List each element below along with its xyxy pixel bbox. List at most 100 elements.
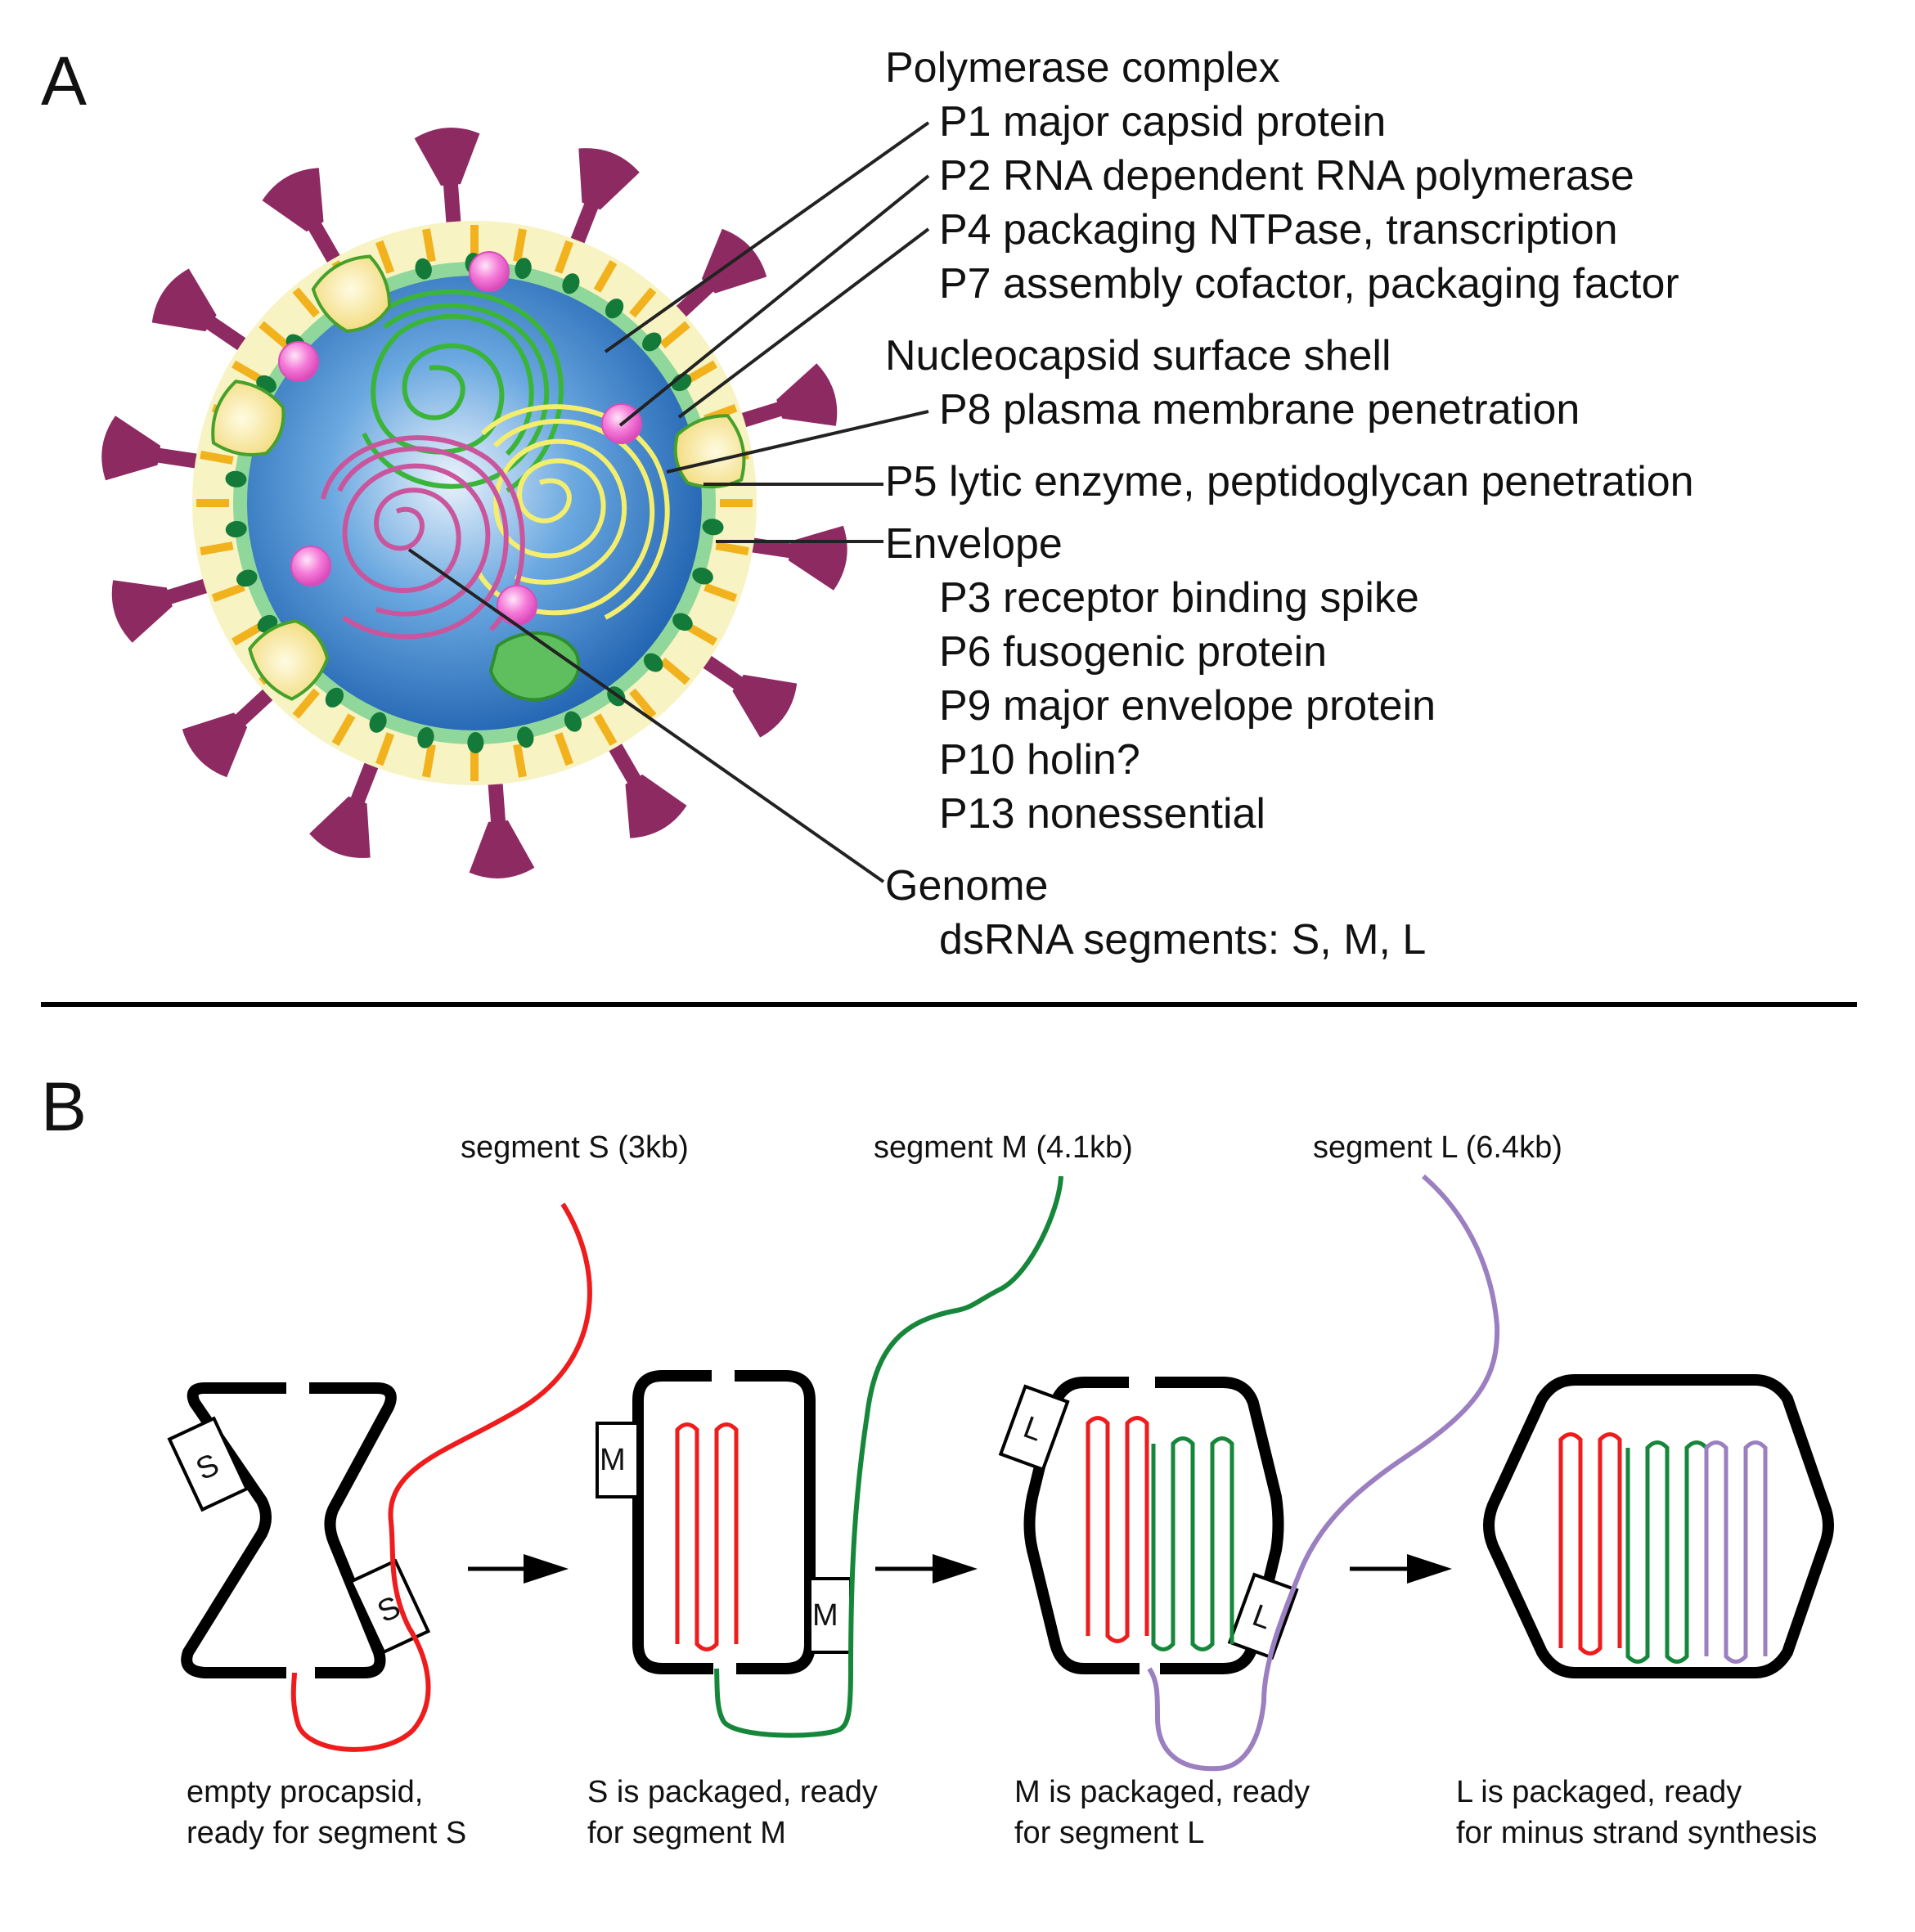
box-m-right: M xyxy=(808,1577,852,1654)
p5-dot xyxy=(515,258,532,280)
p9-bar xyxy=(629,688,657,719)
bar-rect xyxy=(375,240,395,274)
label-p8: P8 plasma membrane penetration xyxy=(939,386,1580,434)
p9-bar xyxy=(554,240,573,274)
leader-genome xyxy=(407,548,885,883)
p9-bar xyxy=(258,321,290,348)
p9-bar xyxy=(292,688,320,719)
box-m-right-letter: M xyxy=(812,1598,838,1633)
stage-captions: empty procapsid, ready for segment S S i… xyxy=(187,1775,1817,1850)
caption-4-line2: for minus strand synthesis xyxy=(1456,1816,1817,1850)
p9-bar xyxy=(593,260,618,293)
procapsid-4-shell xyxy=(1483,1374,1834,1678)
p9-bar xyxy=(375,732,395,766)
p5-dot xyxy=(692,567,713,585)
leader-p2 xyxy=(618,174,930,427)
packaged-s-4 xyxy=(1558,1432,1622,1656)
leader-p4 xyxy=(677,227,930,419)
p9-bar xyxy=(685,622,717,646)
p9-bar xyxy=(704,582,738,602)
label-p4: P4 packaging NTPase, transcription xyxy=(939,206,1618,254)
bar-rect xyxy=(200,451,234,465)
hexamer-body xyxy=(311,254,391,333)
spike-head xyxy=(414,128,480,186)
label-p10: P10 holin? xyxy=(939,736,1140,784)
polymerase-core xyxy=(247,276,702,730)
spike-head xyxy=(101,416,161,481)
p9-bar xyxy=(211,582,245,602)
leader-p8 xyxy=(666,410,929,474)
p3-spike xyxy=(414,128,480,235)
p9-bar xyxy=(659,321,690,348)
p9-bar xyxy=(196,499,229,507)
caption-2-line2: for segment M xyxy=(587,1816,786,1850)
label-envelope: Envelope xyxy=(885,520,1063,568)
p5-dot xyxy=(643,653,663,672)
spike-head xyxy=(578,148,640,210)
bar-rect xyxy=(629,688,657,719)
bar-rect xyxy=(331,713,356,746)
p5-dot xyxy=(702,519,724,536)
panel-a-label: A xyxy=(41,43,87,119)
spike-head xyxy=(111,580,173,643)
label-p13: P13 nonessential xyxy=(939,790,1265,838)
p2-polymerase xyxy=(290,546,331,586)
spike-stalk xyxy=(487,771,506,826)
bar-rect xyxy=(470,225,479,258)
arrow-1-head xyxy=(524,1554,569,1584)
spike-head xyxy=(625,774,687,838)
procapsid-1-shell xyxy=(181,1382,397,1678)
label-p9: P9 major envelope protein xyxy=(939,682,1436,730)
bar-rect xyxy=(715,541,749,555)
arrow-2-head xyxy=(933,1554,978,1584)
p9-bar xyxy=(513,228,527,263)
label-genome: Genome xyxy=(885,862,1048,910)
segment-m-strand xyxy=(714,1175,1063,1738)
box-l-left: L xyxy=(998,1384,1070,1472)
label-segment-s: segment S (3kb) xyxy=(461,1130,689,1165)
caption-3-line1: M is packaged, ready xyxy=(1014,1775,1310,1809)
box-m-left-letter: M xyxy=(600,1443,626,1477)
bar-rect xyxy=(232,622,264,646)
p2-polymerase xyxy=(497,585,537,626)
panel-b-label: B xyxy=(41,1068,87,1145)
leader-lines xyxy=(407,121,930,883)
p5-dot xyxy=(369,712,387,733)
panel-a-labels: Polymerase complex P1 major capsid prote… xyxy=(885,44,1694,964)
p9-bar xyxy=(629,287,657,318)
p2-polymerase xyxy=(469,251,510,292)
p9-bar xyxy=(715,541,749,555)
p9-bar xyxy=(470,748,479,781)
label-p6: P6 fusogenic protein xyxy=(939,628,1327,676)
bar-rect xyxy=(554,732,573,766)
label-p5: P5 lytic enzyme, peptidoglycan penetrati… xyxy=(885,458,1694,505)
bar-rect xyxy=(211,582,245,602)
p9-bar xyxy=(331,713,356,746)
p5-dot xyxy=(564,711,582,732)
segment-s-strand xyxy=(290,1202,592,1752)
panel-a: A xyxy=(41,43,1694,964)
bar-rect xyxy=(704,582,738,602)
spike-head xyxy=(776,363,838,426)
stage-2-s-packaged: M M xyxy=(596,1175,1063,1738)
p5-dot xyxy=(325,687,344,708)
bar-rect xyxy=(470,748,479,781)
bar-rect xyxy=(720,499,753,507)
bar-rect xyxy=(659,658,690,685)
bar-rect xyxy=(685,622,717,646)
caption-4-line1: L is packaged, ready xyxy=(1456,1775,1742,1809)
procapsid-2-shell xyxy=(632,1370,816,1674)
p9-bar xyxy=(232,622,264,646)
bar-rect xyxy=(292,287,320,318)
p9-bar xyxy=(422,228,436,263)
bar-rect xyxy=(258,321,290,348)
spiral-green xyxy=(371,313,534,456)
label-p1: P1 major capsid protein xyxy=(939,98,1386,146)
bar-rect xyxy=(629,287,657,318)
p6-fusogenic-protein xyxy=(488,631,581,702)
p9-bar xyxy=(422,744,436,778)
bar-rect xyxy=(196,499,229,507)
packaged-m-3 xyxy=(1151,1436,1234,1651)
caption-1-line1: empty procapsid, xyxy=(187,1775,423,1809)
